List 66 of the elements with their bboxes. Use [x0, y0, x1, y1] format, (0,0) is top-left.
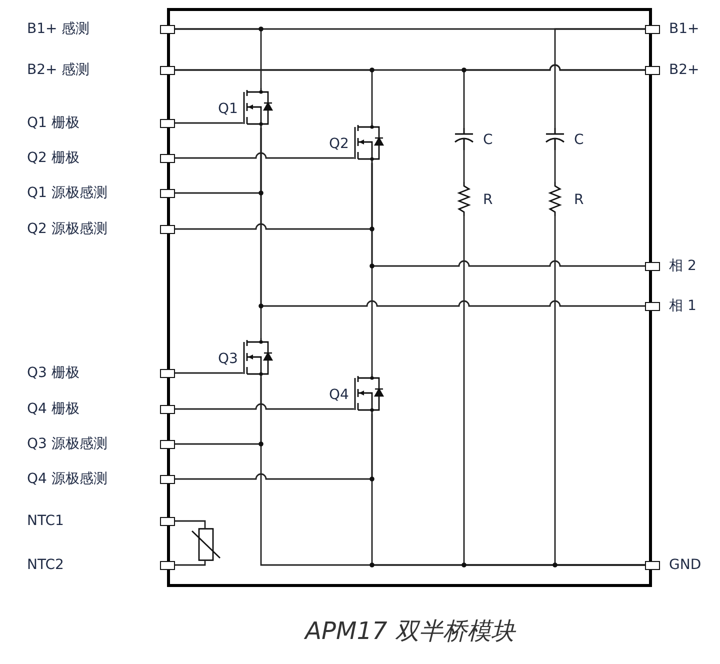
wire: [175, 561, 206, 566]
pin-terminal: [645, 262, 660, 271]
pin-label: GND: [669, 556, 702, 574]
pin-label: Q3 源极感测: [27, 435, 108, 453]
wire: [554, 216, 645, 566]
wire: [554, 28, 645, 128]
pin-terminal: [160, 119, 175, 128]
wire: [175, 403, 354, 410]
component-label: Q2: [329, 135, 349, 153]
pin-label: NTC2: [27, 556, 64, 574]
wire: [260, 128, 262, 338]
pin-terminal: [160, 440, 175, 449]
wire: [175, 520, 206, 528]
module-outline: [167, 8, 652, 587]
pin-label: Q4 栅极: [27, 400, 80, 418]
pin-terminal: [160, 405, 175, 414]
pin-label: 相 2: [669, 257, 696, 275]
mosfet-symbol: [354, 123, 384, 163]
pin-terminal: [160, 225, 175, 234]
pin-terminal: [160, 189, 175, 198]
component-label: Q4: [329, 386, 349, 404]
thermistor-symbol: [190, 528, 222, 561]
component-label: C: [574, 131, 584, 149]
component-label: Q3: [218, 350, 238, 368]
component-label: C: [483, 131, 493, 149]
pin-label: 相 1: [669, 297, 696, 315]
pin-label: NTC1: [27, 512, 64, 530]
capacitor-symbol: [454, 128, 474, 150]
pin-label: Q4 源极感测: [27, 470, 108, 488]
pin-terminal: [160, 517, 175, 526]
pin-label: B1+: [669, 20, 700, 38]
pin-terminal: [645, 561, 660, 570]
mosfet-symbol: [243, 338, 273, 378]
component-label: R: [483, 191, 493, 209]
caption: APM17 双半桥模块: [303, 616, 517, 647]
pin-terminal: [645, 25, 660, 34]
pin-label: Q2 源极感测: [27, 220, 108, 238]
wire: [463, 150, 465, 182]
pin-terminal: [160, 25, 175, 34]
wire: [175, 122, 243, 124]
wire: [175, 152, 354, 159]
pin-label: B1+ 感测: [27, 20, 90, 38]
wire: [175, 69, 373, 123]
pin-terminal: [160, 561, 175, 570]
pin-terminal: [645, 66, 660, 75]
pin-label: B2+ 感测: [27, 61, 90, 79]
pin-terminal: [160, 154, 175, 163]
pin-terminal: [160, 66, 175, 75]
pin-label: Q3 栅极: [27, 364, 80, 382]
wire: [554, 150, 556, 182]
pin-label: B2+: [669, 61, 700, 79]
wire: [463, 64, 645, 128]
pin-terminal: [160, 369, 175, 378]
pin-terminal: [160, 475, 175, 484]
component-label: R: [574, 191, 584, 209]
pin-label: Q2 栅极: [27, 149, 80, 167]
wire: [175, 28, 262, 88]
wire: [371, 163, 373, 374]
mosfet-symbol: [354, 374, 384, 414]
pin-terminal: [645, 302, 660, 311]
wire: [175, 372, 243, 374]
mosfet-symbol: [243, 88, 273, 128]
capacitor-symbol: [545, 128, 565, 150]
pin-label: Q1 栅极: [27, 114, 80, 132]
component-label: Q1: [218, 100, 238, 118]
pin-label: Q1 源极感测: [27, 184, 108, 202]
